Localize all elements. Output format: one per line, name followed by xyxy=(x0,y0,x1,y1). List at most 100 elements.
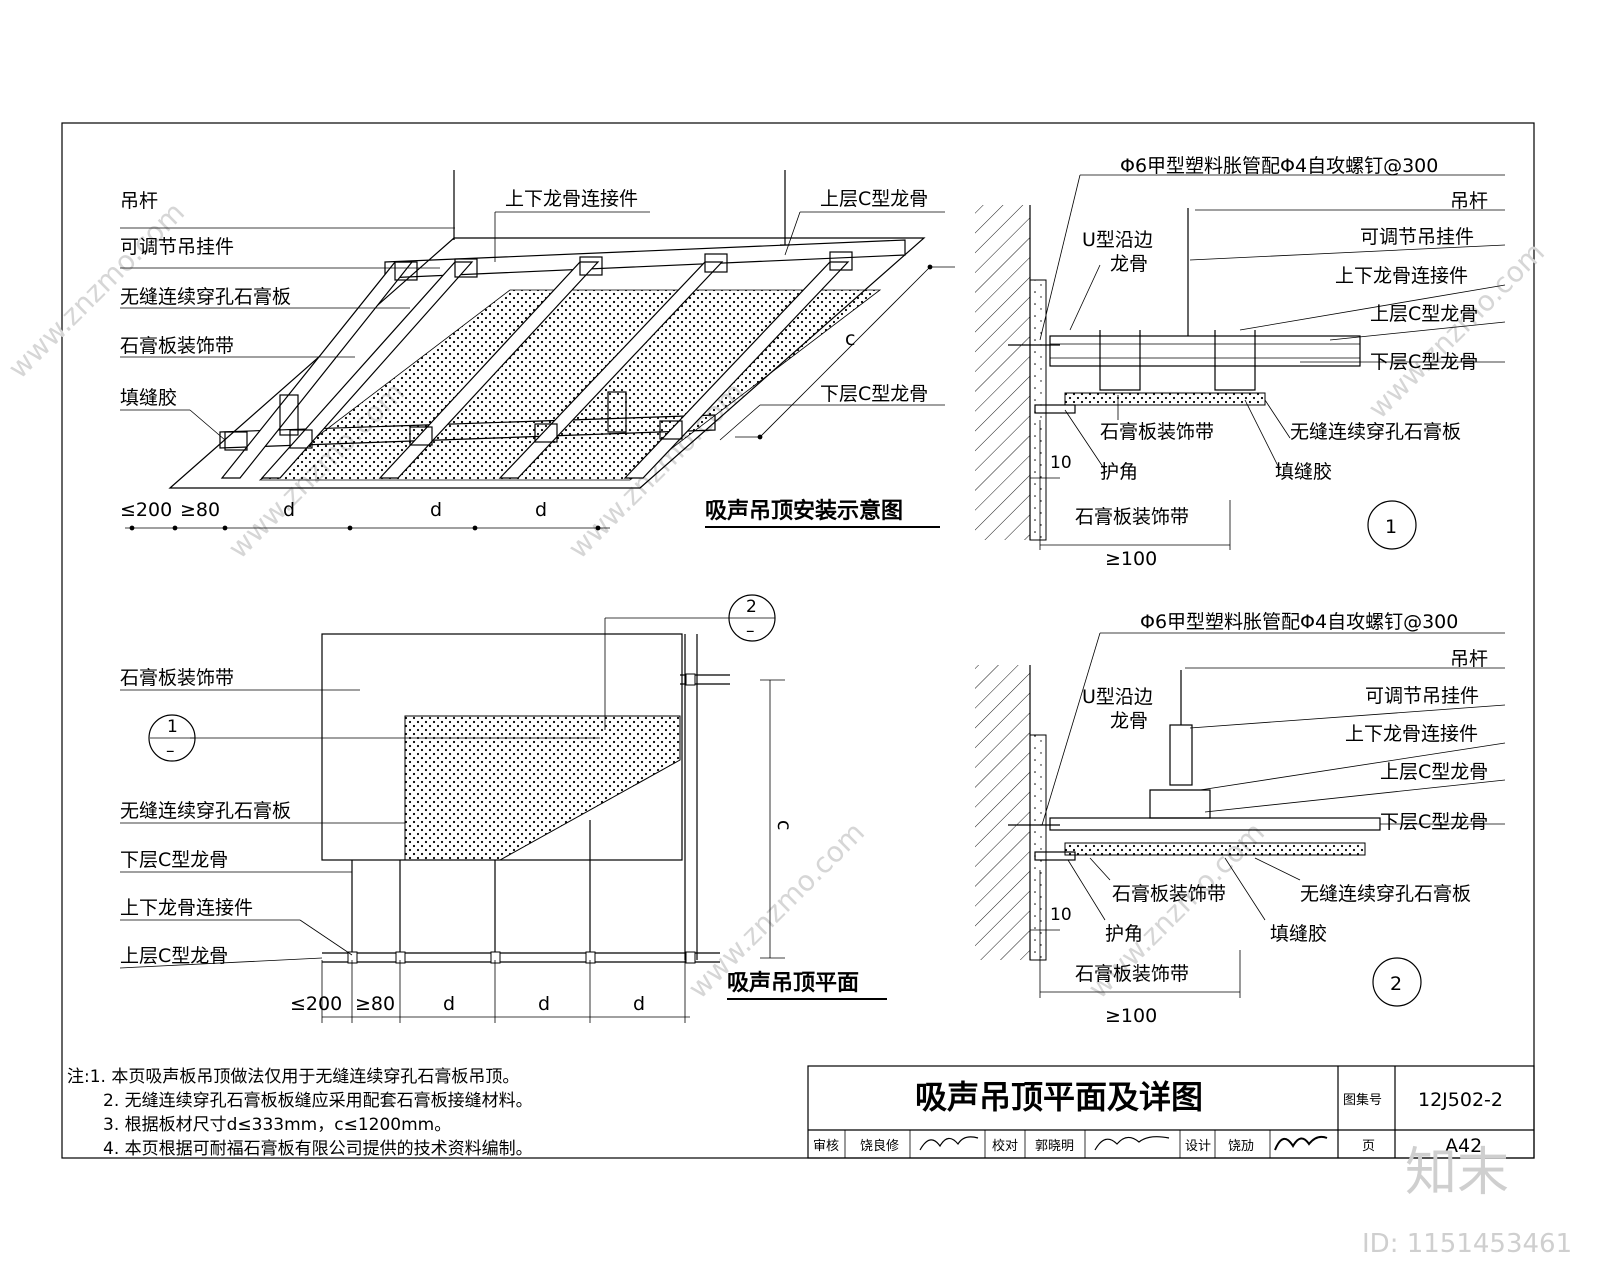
iso-view: c ≤200 ≥80 d d d 吊杆 可调节吊挂件 无缝连续穿孔石膏板 石膏板… xyxy=(120,170,955,531)
iso-connector xyxy=(409,426,433,446)
page-number: A42 xyxy=(1445,1135,1482,1157)
sheet-title: 吸声吊顶平面及详图 xyxy=(915,1078,1203,1116)
d1-connector xyxy=(1099,330,1141,391)
d1-gap: 10 xyxy=(1050,453,1072,473)
iso-connector xyxy=(224,431,248,451)
iso-lower-channel xyxy=(623,261,850,479)
d1-label: 可调节吊挂件 xyxy=(1360,226,1474,248)
d2-u-channel: U型沿边 xyxy=(1082,686,1153,708)
iso-connector xyxy=(534,423,558,443)
detail-2: Φ6甲型塑料胀管配Φ4自攻螺钉@300 U型沿边 龙骨 吊杆 可调节吊挂件 上下… xyxy=(975,611,1506,1027)
d1-label: 上层C型龙骨 xyxy=(1370,303,1478,325)
plan-ref-1-bot: – xyxy=(166,741,175,761)
note-line: 2. 无缝连续穿孔石膏板板缝应采用配套石膏板接缝材料。 xyxy=(103,1090,533,1111)
signature-2 xyxy=(1094,1136,1170,1151)
iso-connector xyxy=(659,420,683,440)
iso-label: 吊杆 xyxy=(120,190,158,212)
d1-label: 石膏板装饰带 xyxy=(1100,420,1214,443)
note-line: 3. 根据板材尺寸d≤333mm，c≤1200mm。 xyxy=(103,1115,451,1135)
d2-screw: Φ6甲型塑料胀管配Φ4自攻螺钉@300 xyxy=(1140,611,1458,633)
iso-hanger xyxy=(279,394,299,436)
d2-label: 上层C型龙骨 xyxy=(1380,761,1488,783)
d2-wall xyxy=(975,665,1030,960)
plan-connector xyxy=(490,951,501,964)
page-label: 页 xyxy=(1362,1139,1375,1154)
plan-dim: d xyxy=(443,993,455,1015)
plan-connector xyxy=(685,951,696,964)
plan-dim: d xyxy=(633,993,645,1015)
iso-label: 下层C型龙骨 xyxy=(820,383,928,405)
d1-band: 石膏板装饰带 xyxy=(1075,505,1189,528)
person-name: 饶劢 xyxy=(1228,1139,1254,1154)
iso-dim: d xyxy=(535,499,547,521)
watermark-site: www.znzmo.com xyxy=(1362,236,1551,425)
plan-dim: d xyxy=(538,993,550,1015)
iso-label: 可调节吊挂件 xyxy=(120,236,234,258)
plan-label: 无缝连续穿孔石膏板 xyxy=(120,799,291,822)
d1-label: 下层C型龙骨 xyxy=(1370,351,1478,373)
person-name: 郭晓明 xyxy=(1035,1138,1074,1154)
d2-label: 可调节吊挂件 xyxy=(1365,685,1479,707)
iso-connector xyxy=(829,251,853,271)
plan-connector xyxy=(685,673,696,686)
role-label: 校对 xyxy=(992,1138,1018,1154)
d1-u-channel: 龙骨 xyxy=(1110,253,1148,275)
d2-gap: 10 xyxy=(1050,905,1072,925)
note-line: 注:1. 本页吸声板吊顶做法仅用于无缝连续穿孔石膏板吊顶。 xyxy=(67,1066,519,1087)
d1-board xyxy=(1064,392,1266,406)
atlas-label: 图集号 xyxy=(1343,1092,1382,1108)
brand-watermark: 知末 ID: 1151453461 xyxy=(1362,1143,1572,1259)
d1-upper-channel xyxy=(1049,335,1361,367)
d1-plaster xyxy=(1029,279,1047,541)
iso-connector xyxy=(454,258,478,278)
plan-title: 吸声吊顶平面 xyxy=(727,971,859,996)
plan-connector xyxy=(585,951,596,964)
notes: 注:1. 本页吸声板吊顶做法仅用于无缝连续穿孔石膏板吊顶。 2. 无缝连续穿孔石… xyxy=(67,1066,533,1159)
iso-upper-channel xyxy=(219,414,716,449)
iso-label: 无缝连续穿孔石膏板 xyxy=(120,285,291,308)
d1-label: 上下龙骨连接件 xyxy=(1335,265,1468,287)
d2-number-circle xyxy=(1372,957,1422,1007)
iso-dim-c: c xyxy=(845,328,855,350)
iso-label: 上下龙骨连接件 xyxy=(505,188,638,210)
signature-1 xyxy=(919,1136,979,1151)
plan-ref-1-top: 1 xyxy=(167,717,178,737)
iso-connector xyxy=(289,429,313,449)
d2-label: 护角 xyxy=(1105,923,1143,945)
d2-board xyxy=(1064,842,1366,856)
signature-3 xyxy=(1274,1135,1328,1151)
d2-u-channel: 龙骨 xyxy=(1110,710,1148,732)
plan-label: 上下龙骨连接件 xyxy=(120,897,253,919)
d2-label: 无缝连续穿孔石膏板 xyxy=(1300,882,1471,905)
d1-label: 吊杆 xyxy=(1450,190,1488,212)
d2-label: 填缝胶 xyxy=(1270,923,1327,945)
plan-dim-c: c xyxy=(773,820,795,830)
d1-screw: Φ6甲型塑料胀管配Φ4自攻螺钉@300 xyxy=(1120,155,1438,177)
watermark-id: ID: 1151453461 xyxy=(1362,1229,1572,1259)
iso-hanger xyxy=(607,391,627,433)
plan-label: 下层C型龙骨 xyxy=(120,849,228,871)
d1-label: 无缝连续穿孔石膏板 xyxy=(1290,420,1461,443)
d2-band: 石膏板装饰带 xyxy=(1075,962,1189,985)
person-name: 饶良修 xyxy=(860,1138,899,1154)
d2-min: ≥100 xyxy=(1105,1005,1157,1027)
iso-connector xyxy=(394,261,418,281)
d2-upper-channel xyxy=(1149,789,1211,819)
title-block: 吸声吊顶平面及详图 图集号 12J502-2 审核 饶良修 校对 郭晓明 设计 … xyxy=(807,1065,1535,1159)
d1-label: 护角 xyxy=(1100,461,1138,483)
iso-lower-channel xyxy=(378,261,600,479)
detail-1: Φ6甲型塑料胀管配Φ4自攻螺钉@300 U型沿边 龙骨 吊杆 可调节吊挂件 上下… xyxy=(975,155,1506,570)
iso-label: 石膏板装饰带 xyxy=(120,334,234,357)
d2-hanger xyxy=(1169,724,1193,786)
role-label: 审核 xyxy=(813,1139,839,1154)
d2-plaster xyxy=(1029,734,1047,961)
d2-label: 吊杆 xyxy=(1450,648,1488,670)
d2-label: 下层C型龙骨 xyxy=(1380,811,1488,833)
plan-label: 石膏板装饰带 xyxy=(120,666,234,689)
plan-perforated-board xyxy=(404,715,681,861)
iso-connector xyxy=(579,256,603,276)
plan-ref-2-top: 2 xyxy=(746,597,757,617)
plan-connector xyxy=(347,951,358,964)
iso-title: 吸声吊顶安装示意图 xyxy=(705,498,903,524)
